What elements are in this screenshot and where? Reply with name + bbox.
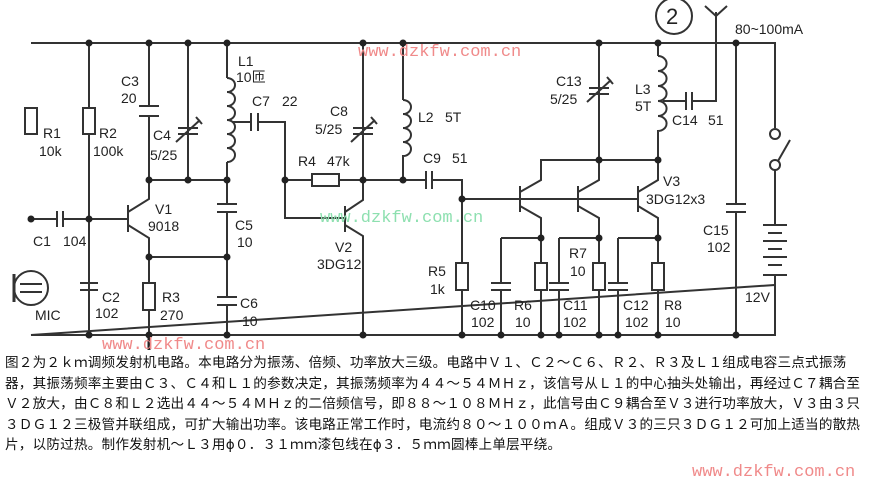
label-MIC: MIC [35,307,61,323]
label-R6-value: 10 [515,314,531,330]
label-C14: C14 [672,112,698,128]
current-label: 80~100mA [735,21,804,37]
label-C1: C1 [33,233,51,249]
label-R6: R6 [514,297,532,313]
label-C2-value: 102 [95,305,119,321]
watermark: www.dzkfw.com.cn [320,209,483,228]
label-C9: C9 [423,150,441,166]
label-C4: C4 [153,127,171,143]
label-R8: R8 [664,297,682,313]
label-C6-value: 10 [242,313,258,329]
label-R4-value: 47k [327,153,351,169]
label-C8-value: 5/25 [315,121,342,137]
label-C3-value: 20 [121,90,137,106]
label-L2: L2 [418,109,434,125]
watermark: www.dzkfw.com.cn [102,336,265,350]
microphone-icon [12,270,49,306]
component-labels: R1 10k R2 100k C3 20 C4 5/25 L1 10匝 C7 2… [33,53,771,330]
label-L3: L3 [635,81,651,97]
label-V3: V3 [663,173,680,189]
label-C10-value: 102 [471,314,495,330]
label-C15-value: 102 [707,239,731,255]
label-L3-value: 5T [635,98,652,114]
label-C14-value: 51 [708,112,724,128]
label-C13: C13 [556,73,582,89]
label-V3-value: 3DG12x3 [646,191,705,207]
label-C11: C11 [563,297,588,313]
watermark: www.dzkfw.com.cn [692,463,855,482]
label-battery: 12V [745,289,771,305]
resistors [24,107,665,311]
label-C15: C15 [703,222,729,238]
label-C12-value: 102 [625,314,649,330]
label-R4: R4 [298,153,316,169]
label-R5: R5 [428,263,446,279]
label-C10: C10 [470,297,496,313]
label-C12: C12 [623,297,649,313]
label-R7-value: 10 [570,263,586,279]
label-C8: C8 [330,103,348,119]
label-R3-value: 270 [160,307,184,323]
label-C6: C6 [240,295,258,311]
label-R1-value: 10k [39,143,63,159]
label-R7: R7 [569,245,587,261]
label-R3: R3 [162,289,180,305]
figure-caption: 图２为２ｋｍ调频发射机电路。本电路分为振荡、倍频、功率放大三级。电路中Ｖ１、Ｃ２… [5,355,861,453]
label-V2-value: 3DG12 [317,256,362,272]
label-C4-value: 5/25 [150,147,177,163]
circuit-diagram: 2 80~100mA R1 10k R2 100k C3 20 C4 5/25 … [12,0,804,350]
label-C1-value: 104 [63,233,87,249]
label-C11-value: 102 [563,314,587,330]
label-C7: C7 [252,93,270,109]
label-V1-value: 9018 [148,218,179,234]
label-R2: R2 [99,125,117,141]
label-L1-value: 10匝 [236,69,266,85]
label-V1: V1 [155,201,172,217]
label-C7-value: 22 [282,93,298,109]
label-L2-value: 5T [445,109,462,125]
label-C13-value: 5/25 [550,91,577,107]
label-R2-value: 100k [93,143,124,159]
figure-number: 2 [666,4,678,29]
label-C9-value: 51 [452,150,468,166]
junction-dots [27,39,740,339]
label-C3: C3 [121,73,139,89]
figure-number-circle [655,0,693,35]
label-R1: R1 [43,125,61,141]
label-V2: V2 [335,239,352,255]
watermark: www.dzkfw.com.cn [358,43,521,62]
capacitors [56,76,746,306]
battery-icon [763,224,787,285]
label-C2: C2 [102,289,120,305]
inductors [226,55,668,163]
label-C5-value: 10 [237,234,253,250]
label-R5-value: 1k [430,281,446,297]
power-switch[interactable] [769,128,791,171]
label-R8-value: 10 [665,314,681,330]
label-L1: L1 [238,53,254,69]
label-C5: C5 [235,217,253,233]
